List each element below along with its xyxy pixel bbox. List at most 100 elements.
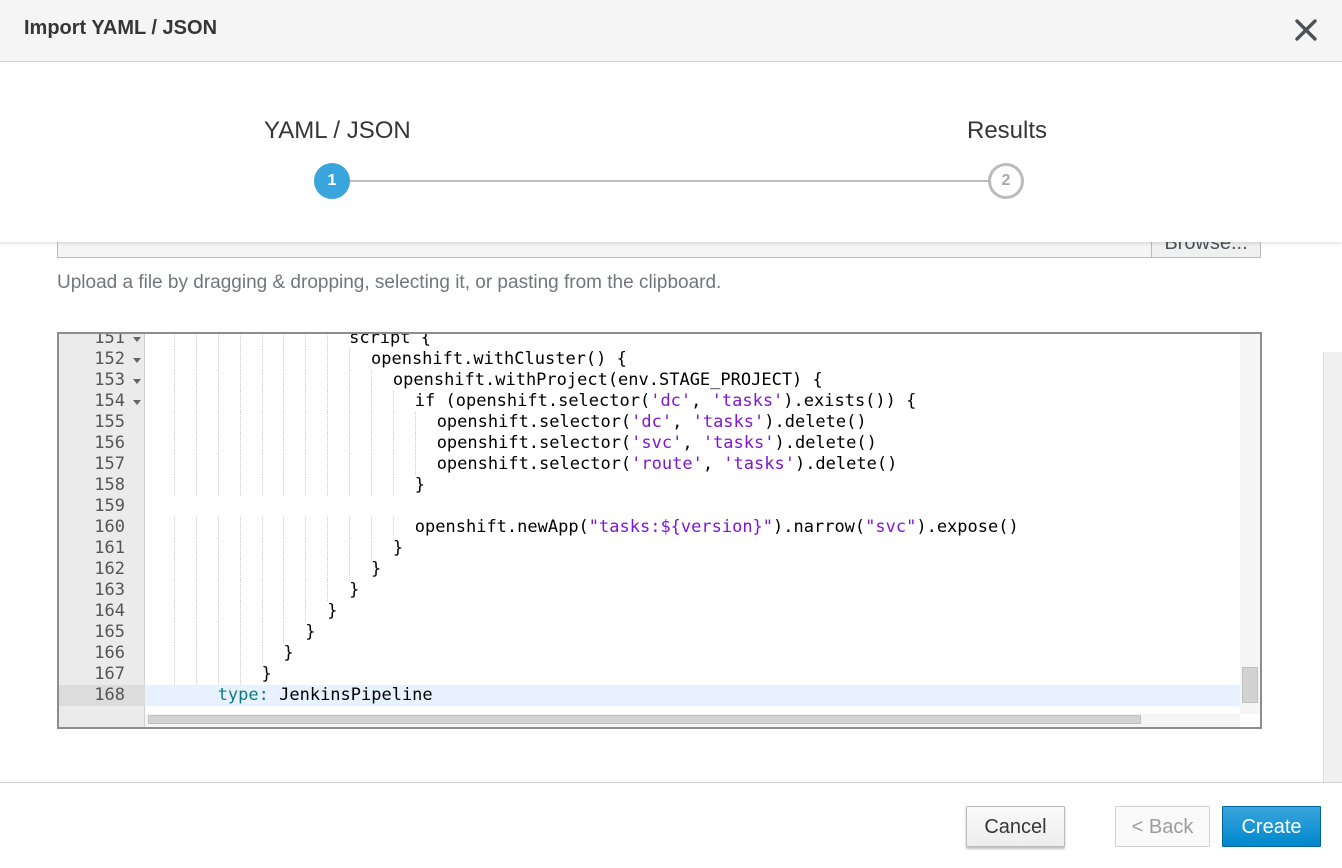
indent-guide: [195, 454, 197, 475]
code-line: }: [145, 601, 1240, 622]
indent-guide: [327, 370, 329, 391]
indent-guide: [371, 475, 372, 496]
code-token: if (openshift.selector(: [414, 391, 651, 411]
close-button[interactable]: [1290, 14, 1322, 46]
indent-guide: [173, 559, 175, 580]
indent-guide: [283, 559, 285, 580]
code-line: }: [145, 580, 1240, 601]
editor-horizontal-scroll-thumb[interactable]: [148, 715, 1141, 724]
indent-guide: [195, 349, 197, 370]
create-button[interactable]: Create: [1222, 806, 1321, 847]
code-token: script {: [349, 334, 431, 348]
step-label-yaml-json[interactable]: YAML / JSON: [264, 117, 411, 144]
line-number: 156: [94, 433, 125, 453]
line-number: 168: [59, 685, 145, 706]
indent-guide: [239, 580, 241, 601]
code-token: }: [261, 664, 272, 684]
indent-guide: [327, 391, 329, 412]
line-number: 163: [94, 580, 125, 600]
indent-guide: [173, 475, 175, 496]
indent-guide: [239, 391, 241, 412]
code-token: ,: [691, 391, 712, 411]
indent-guide: [195, 370, 197, 391]
code-token: ).exists()) {: [783, 391, 917, 411]
indent-guide: [305, 601, 307, 622]
string-token: "svc": [865, 517, 917, 537]
modal-body-scrollbar[interactable]: [1323, 352, 1342, 782]
line-number: 165: [94, 622, 125, 642]
indent-guide: [283, 517, 285, 538]
browse-button[interactable]: Browse...: [1151, 242, 1260, 257]
file-input[interactable]: Browse...: [57, 242, 1261, 258]
indent-guide: [261, 538, 263, 559]
fold-arrow-icon[interactable]: [133, 400, 141, 405]
fold-arrow-icon[interactable]: [133, 337, 141, 342]
indent-guide: [283, 538, 285, 559]
string-token: 'dc': [631, 412, 673, 432]
code-token: }: [305, 622, 316, 642]
code-line: }: [145, 559, 1240, 580]
code-token: ).narrow(: [773, 517, 866, 537]
code-line: type: JenkinsPipeline: [145, 685, 1240, 706]
code-area[interactable]: script {openshift.withCluster() {openshi…: [145, 334, 1240, 714]
indent-guide: [392, 454, 394, 475]
indent-guide: [173, 517, 175, 538]
indent-guide: [195, 664, 197, 685]
modal-title: Import YAML / JSON: [24, 17, 218, 39]
indent-guide: [261, 349, 263, 370]
indent-guide: [195, 412, 197, 433]
indent-guide: [173, 433, 175, 454]
indent-guide: [327, 412, 329, 433]
indent-guide: [173, 643, 175, 664]
indent-guide: [195, 433, 197, 454]
code-token: :: [258, 685, 280, 705]
fold-arrow-icon[interactable]: [133, 358, 141, 363]
code-line: [145, 496, 1240, 517]
editor-vertical-scrollbar[interactable]: [1240, 334, 1260, 714]
indent-guide: [239, 664, 241, 685]
indent-guide: [327, 559, 329, 580]
code-token: ,: [682, 433, 703, 453]
indent-guide: [414, 454, 416, 475]
indent-guide: [349, 454, 351, 475]
string-token: 'tasks': [711, 391, 784, 411]
indent-guide: [414, 433, 416, 454]
indent-guide: [305, 391, 307, 412]
indent-guide: [349, 370, 351, 391]
indent-guide: [239, 475, 241, 496]
code-line: openshift.newApp("tasks:${version}").nar…: [145, 517, 1240, 538]
indent-guide: [349, 475, 351, 496]
indent-guide: [261, 370, 263, 391]
indent-guide: [327, 454, 329, 475]
wizard-steps: YAML / JSON Results 1 2: [0, 63, 1342, 242]
code-line: script {: [145, 334, 1240, 349]
back-button[interactable]: < Back: [1115, 806, 1210, 847]
close-icon: [1295, 19, 1317, 41]
fold-arrow-icon[interactable]: [133, 379, 141, 384]
string-token: 'route': [631, 454, 703, 474]
step-1-circle[interactable]: 1: [314, 163, 350, 199]
indent-guide: [239, 370, 241, 391]
indent-guide: [327, 538, 329, 559]
code-token: ,: [702, 454, 724, 474]
indent-guide: [371, 412, 372, 433]
indent-guide: [217, 370, 219, 391]
indent-guide: [173, 334, 175, 349]
indent-guide: [371, 370, 372, 391]
indent-guide: [261, 643, 263, 664]
step-2-circle[interactable]: 2: [988, 163, 1024, 199]
indent-guide: [173, 601, 175, 622]
cancel-button[interactable]: Cancel: [966, 806, 1065, 847]
indent-guide: [239, 517, 241, 538]
indent-guide: [305, 433, 307, 454]
indent-guide: [349, 349, 351, 370]
editor-horizontal-scrollbar[interactable]: [145, 714, 1240, 727]
indent-guide: [195, 475, 197, 496]
indent-guide: [217, 391, 219, 412]
step-label-results[interactable]: Results: [967, 117, 1048, 144]
indent-guide: [217, 664, 219, 685]
indent-guide: [217, 643, 219, 664]
editor-vertical-scroll-thumb[interactable]: [1242, 667, 1258, 703]
code-token: ).delete(): [774, 433, 877, 453]
